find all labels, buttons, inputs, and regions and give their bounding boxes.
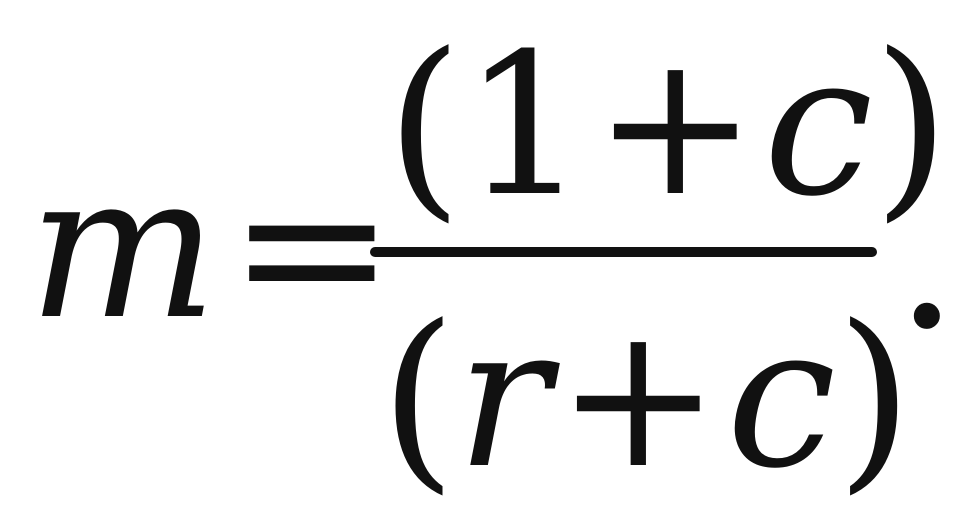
- equals-sign: =: [228, 131, 396, 364]
- denominator-close-paren: ): [836, 284, 913, 512]
- numerator-operator: +: [593, 12, 758, 240]
- numerator-term-a: 1: [462, 12, 588, 240]
- denominator-term-b: c: [726, 284, 837, 512]
- numerator-open-paren: (: [386, 12, 463, 240]
- numerator-term-b: c: [763, 12, 874, 240]
- fraction-bar: [370, 247, 877, 257]
- denominator-operator: +: [556, 284, 721, 512]
- denominator: (r+c): [380, 300, 913, 496]
- numerator-close-paren: ): [873, 12, 950, 240]
- lhs-variable: m: [28, 131, 218, 364]
- denominator-open-paren: (: [380, 284, 457, 512]
- terminating-period: .: [895, 141, 959, 374]
- numerator: (1+c): [386, 28, 950, 224]
- denominator-term-a: r: [456, 284, 551, 512]
